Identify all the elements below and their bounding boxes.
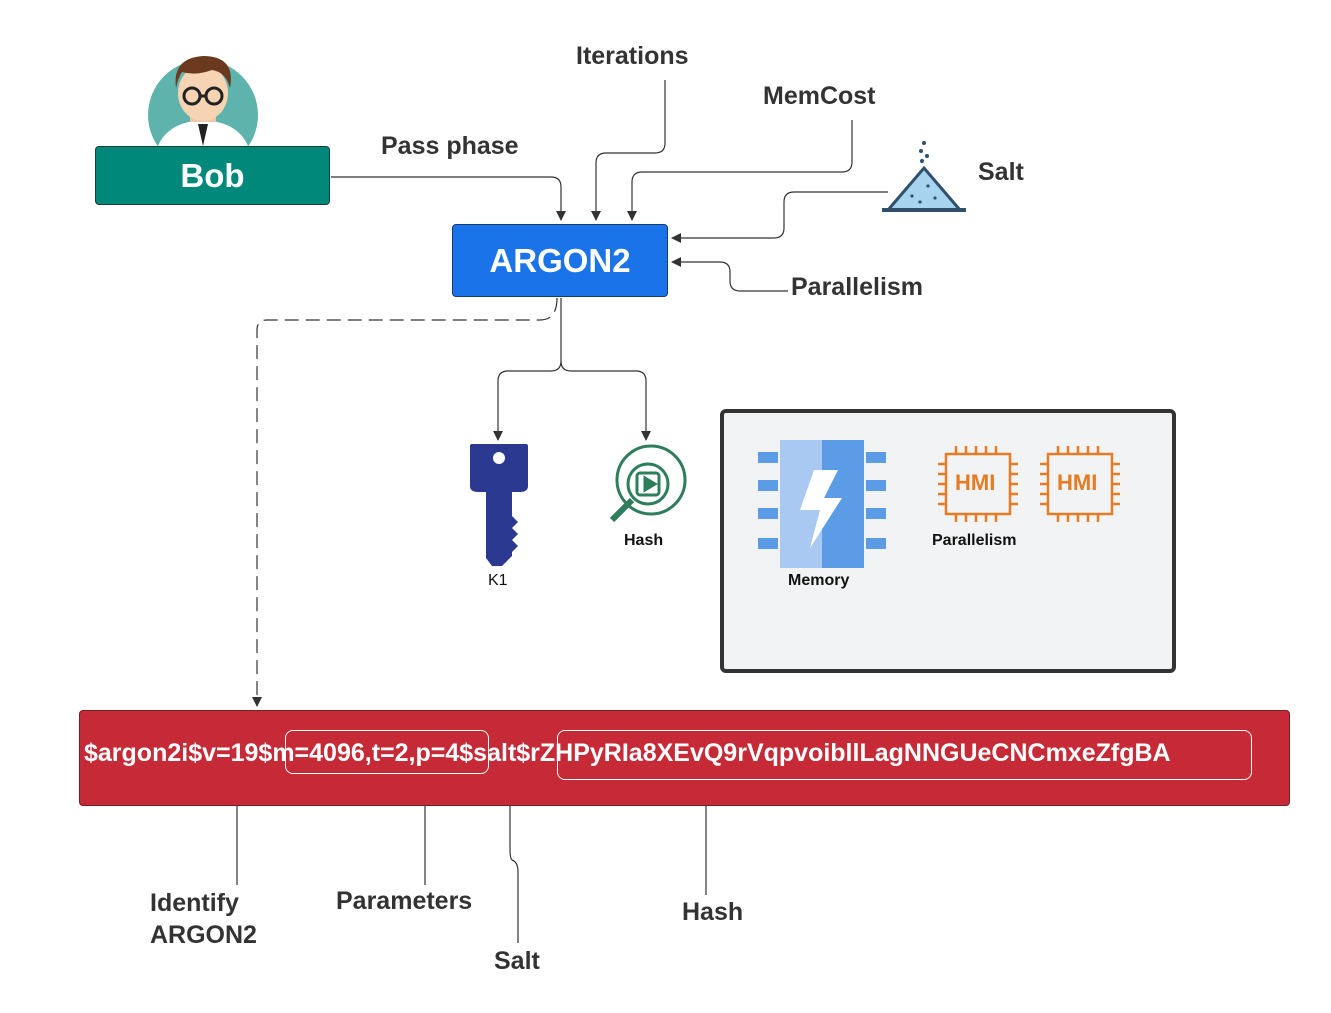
cpu-chip-icon: [938, 446, 1018, 522]
label-pass-phase: Pass phase: [381, 132, 519, 160]
annotation-parameters: Parameters: [336, 887, 473, 915]
label-k1: K1: [488, 572, 508, 589]
label-memcost: MemCost: [763, 82, 876, 110]
edge-hash: [560, 360, 651, 441]
edge-memcost: [627, 120, 853, 221]
label-iterations: Iterations: [576, 42, 689, 70]
argon2-box: ARGON2: [452, 224, 668, 297]
annotation-salt: Salt: [494, 947, 540, 975]
annotation-hash: Hash: [682, 898, 744, 926]
salt-pile-icon: [882, 141, 966, 212]
chip-label-2: HMI: [1057, 470, 1098, 495]
encoded-hash-bar: [79, 710, 1290, 806]
hash-value: rZHPyRIa8XEvQ9rVqpvoibllLagNNGUeCNCmxeZf…: [530, 739, 1171, 767]
key-icon: [470, 444, 528, 566]
chip-label-1: HMI: [955, 470, 996, 495]
edge-key: [493, 298, 562, 441]
label-hash-output: Hash: [624, 532, 664, 549]
label-memory: Memory: [788, 572, 850, 589]
user-name: Bob: [180, 156, 245, 194]
encoded-hash-text: $argon2i$v=19$m=4096,t=2,p=4$salt$rZHPyR…: [84, 739, 1171, 768]
cpu-chip-icon: [1040, 446, 1120, 522]
edge-iterations: [591, 80, 666, 221]
hash-search-icon: [609, 444, 687, 523]
hash-params: m=4096,t=2,p=4: [272, 739, 460, 767]
label-parallelism-input: Parallelism: [791, 273, 924, 301]
ann-salt: [505, 781, 519, 943]
user-box: Bob: [95, 146, 330, 205]
edge-passphase: [331, 176, 566, 221]
edge-encoded: [252, 297, 558, 707]
annotation-identify-line1: Identify: [150, 889, 239, 917]
connectors: [232, 80, 888, 943]
label-salt-input: Salt: [978, 158, 1024, 186]
hash-outline: [557, 730, 1252, 780]
annotation-identify-line2: ARGON2: [150, 921, 257, 949]
user-avatar-icon: [148, 56, 258, 170]
memory-chip-icon: [758, 440, 886, 568]
hash-prefix: $argon2i$v=19$: [84, 739, 273, 767]
edge-salt: [671, 191, 888, 243]
params-outline: [285, 730, 489, 774]
label-parallelism-resource: Parallelism: [932, 532, 1017, 549]
hash-salt-part: $salt$: [459, 739, 531, 767]
argon2-label: ARGON2: [489, 241, 631, 279]
edge-parallelism: [671, 257, 788, 292]
